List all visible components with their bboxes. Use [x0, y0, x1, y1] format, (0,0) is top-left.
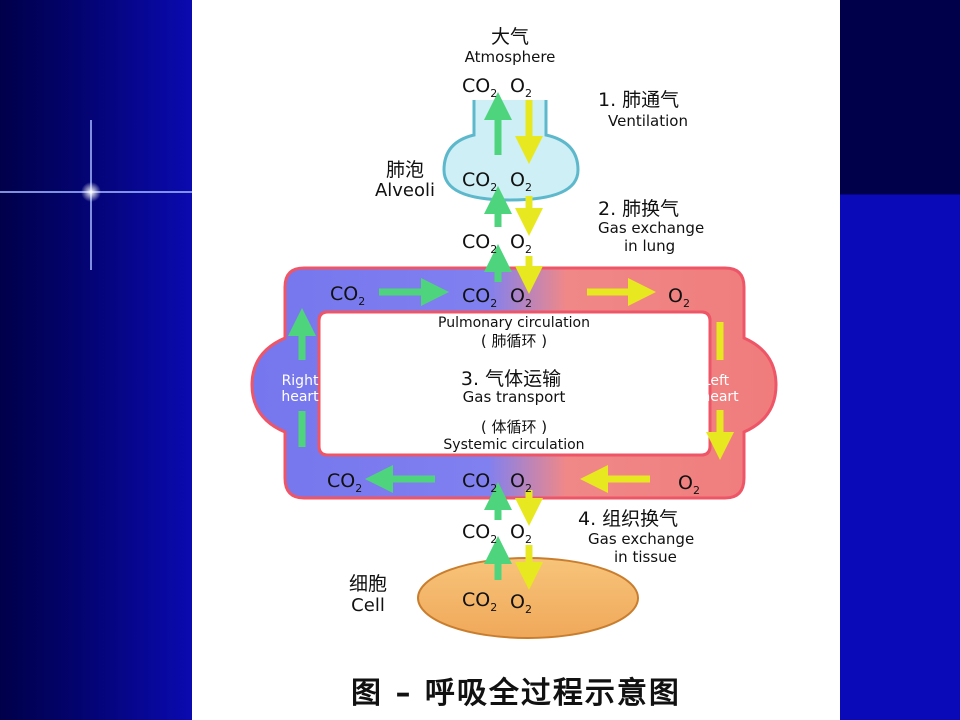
alveoli-zh-label: 肺泡 — [386, 159, 424, 181]
o2-lung-capillary-label: O2 — [510, 231, 532, 256]
systemic-en-label: Systemic circulation — [443, 437, 584, 453]
o2-arterial-out-label: O2 — [668, 285, 690, 310]
step4-en2-label: in tissue — [614, 548, 677, 566]
o2-pulmonary-label: O2 — [510, 285, 532, 310]
left-heart-line2: heart — [701, 389, 739, 405]
respiration-diagram: 大气 Atmosphere 1. 肺通气 Ventilation 肺泡 Alve… — [250, 26, 778, 639]
co2-venous-return-label: CO2 — [330, 283, 365, 308]
co2-upward-arrows — [288, 92, 512, 580]
o2-atmosphere-label: O2 — [510, 75, 532, 100]
step3-en-label: Gas transport — [463, 388, 566, 406]
pulmonary-en-label: Pulmonary circulation — [438, 315, 590, 331]
o2-alveoli-label: O2 — [510, 169, 532, 194]
co2-tissue-capillary-label: CO2 — [462, 521, 497, 546]
step2-zh-label: 2. 肺换气 — [598, 198, 679, 220]
cell-zh-label: 细胞 — [349, 573, 387, 595]
step3-zh-label: 3. 气体运输 — [461, 368, 561, 390]
figure-caption: 图 – 呼吸全过程示意图 — [351, 676, 681, 711]
slide-background-left — [0, 0, 192, 720]
o2-downward-arrows — [515, 100, 734, 590]
co2-pulmonary-label: CO2 — [462, 285, 497, 310]
systemic-zh-label: ( 体循环 ) — [481, 418, 547, 436]
step2-en2-label: in lung — [624, 237, 675, 255]
atmosphere-en-label: Atmosphere — [465, 48, 556, 66]
step4-en-label: Gas exchange — [588, 530, 694, 548]
step1-en-label: Ventilation — [608, 112, 688, 130]
atmosphere-zh-label: 大气 — [491, 26, 529, 48]
circulation-loop — [250, 266, 778, 500]
slide-background-right — [840, 0, 960, 720]
left-heart-line1: Left — [703, 373, 730, 389]
o2-arterial-in-label: O2 — [678, 472, 700, 497]
o2-cell-label: O2 — [510, 591, 532, 616]
o2-tissue-capillary-label: O2 — [510, 521, 532, 546]
co2-lung-capillary-label: CO2 — [462, 231, 497, 256]
co2-cell-label: CO2 — [462, 589, 497, 614]
sparkle-icon — [0, 120, 192, 270]
right-heart-line1: Right — [282, 373, 319, 389]
co2-systemic-return-label: CO2 — [327, 470, 362, 495]
step1-zh-label: 1. 肺通气 — [598, 89, 679, 111]
horizontal-arrows — [365, 278, 656, 493]
right-heart-line2: heart — [281, 389, 319, 405]
co2-systemic-label: CO2 — [462, 470, 497, 495]
cell-en-label: Cell — [351, 595, 385, 616]
diagram-panel: 大气 Atmosphere 1. 肺通气 Ventilation 肺泡 Alve… — [192, 0, 840, 720]
step2-en-label: Gas exchange — [598, 219, 704, 237]
co2-atmosphere-label: CO2 — [462, 75, 497, 100]
step4-zh-label: 4. 组织换气 — [578, 508, 678, 530]
co2-alveoli-label: CO2 — [462, 169, 497, 194]
o2-systemic-label: O2 — [510, 470, 532, 495]
alveoli-en-label: Alveoli — [375, 180, 435, 201]
pulmonary-zh-label: ( 肺循环 ) — [481, 332, 547, 350]
